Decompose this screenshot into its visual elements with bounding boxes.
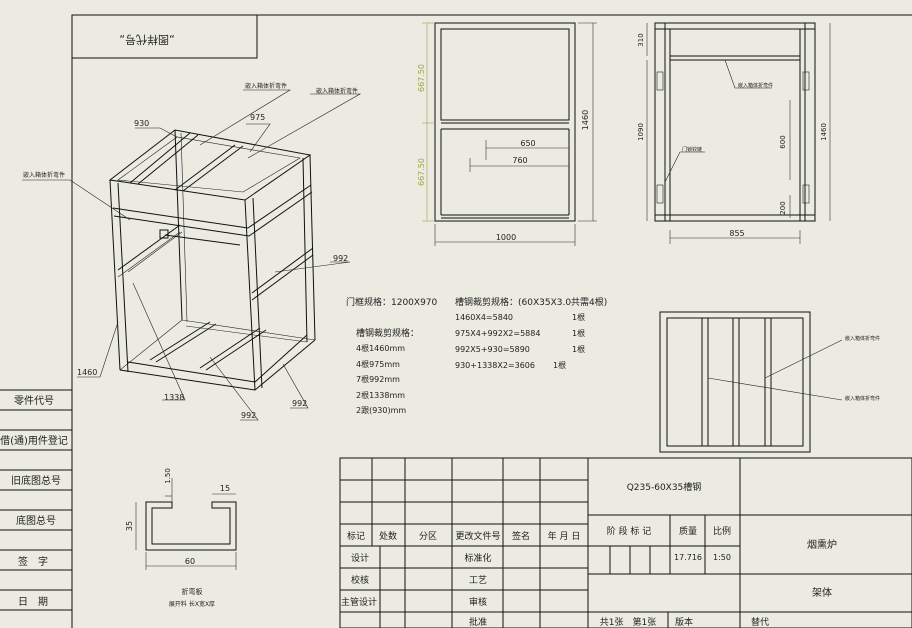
cut-item-5: 2跟(930)mm xyxy=(356,406,406,415)
header-mark: 标记 xyxy=(347,530,365,542)
side-dim-600: 600 xyxy=(779,135,787,148)
role-check: 校核 xyxy=(351,574,369,586)
cut-item-3: 7根992mm xyxy=(356,374,400,384)
iso-dim-992-b2: 992 xyxy=(292,399,307,408)
side-note-hinge: 门锁铰链 xyxy=(682,146,702,153)
section-dim-15: 15 xyxy=(220,484,230,493)
section-note-2: 展开料 长X宽X厚 xyxy=(169,600,215,608)
channel-row-4-calc: 930+1338X2=3606 xyxy=(455,361,535,370)
iso-dim-1338: 1338 xyxy=(164,393,184,402)
iso-callout-3: 嵌入箱体折弯件 xyxy=(23,171,65,179)
left-registry-column: 零件代号 借(通)用件登记 旧底图总号 底图总号 签 字 日 期 xyxy=(0,389,72,611)
front-dim-760: 760 xyxy=(512,156,527,165)
label-part-code: 零件代号 xyxy=(14,395,54,407)
drawing-code-box: „图样代号„ xyxy=(71,14,258,59)
front-dim-1460: 1460 xyxy=(581,110,590,130)
cut-notes: 门框规格：1200X970 槽钢裁剪规格：(60X35X3.0共需4根) 146… xyxy=(346,296,607,415)
label-old-base-no: 旧底图总号 xyxy=(11,474,61,487)
cut-item-2: 4根975mm xyxy=(356,359,400,369)
side-dim-1460: 1460 xyxy=(820,123,828,141)
header-signature: 签名 xyxy=(512,530,530,542)
role-review: 审核 xyxy=(469,596,487,608)
mass-value: 17.716 xyxy=(674,553,702,562)
front-dim-667-bottom: 667.50 xyxy=(417,158,426,186)
bottom-view: 嵌入箱体折弯件 嵌入箱体折弯件 xyxy=(659,311,880,453)
side-dim-1090: 1090 xyxy=(637,123,645,141)
header-count: 处数 xyxy=(379,530,397,542)
side-dim-855: 855 xyxy=(729,229,744,238)
iso-dim-975: 975 xyxy=(250,113,265,122)
header-change-doc: 更改文件号 xyxy=(455,530,500,542)
side-view: 310 1090 600 200 1460 855 嵌入箱体折弯件 门锁铰链 xyxy=(637,22,831,244)
label-signature: 签 字 xyxy=(18,555,48,568)
iso-dim-930: 930 xyxy=(134,119,149,128)
sheet-count: 共1张 第1张 xyxy=(600,616,656,628)
label-base-no: 底图总号 xyxy=(16,514,56,527)
iso-callout-1: 嵌入箱体折弯件 xyxy=(245,82,287,90)
product-name: 烟熏炉 xyxy=(807,538,837,551)
channel-row-1-qty: 1根 xyxy=(572,312,585,322)
label-date: 日 期 xyxy=(18,596,48,608)
channel-section-view: 1.50 15 35 60 折弯板 展开料 长X宽X厚 xyxy=(125,468,237,608)
bottom-note-2: 嵌入箱体折弯件 xyxy=(845,395,880,402)
scale-label: 比例 xyxy=(713,525,731,537)
side-dim-310: 310 xyxy=(637,33,645,46)
section-dim-thk: 1.50 xyxy=(164,468,172,484)
iso-dim-1460: 1460 xyxy=(77,368,97,377)
side-dim-200: 200 xyxy=(779,201,787,214)
role-standard: 标准化 xyxy=(464,552,491,564)
header-date: 年 月 日 xyxy=(548,530,581,542)
channel-row-3-calc: 992X5+930=5890 xyxy=(455,345,530,354)
side-note-fold: 嵌入箱体折弯件 xyxy=(738,82,773,89)
section-dim-35: 35 xyxy=(125,521,134,531)
version-label: 版本 xyxy=(675,616,693,628)
header-zone: 分区 xyxy=(419,531,437,542)
channel-row-2-calc: 975X4+992X2=5884 xyxy=(455,329,540,338)
door-frame-spec: 门框规格：1200X970 xyxy=(346,296,438,308)
role-chief-design: 主管设计 xyxy=(341,596,377,608)
drawing-code-text: „图样代号„ xyxy=(119,33,174,47)
part-name: 架体 xyxy=(812,587,832,599)
iso-dim-992-top: 992 xyxy=(333,254,348,263)
stage-label: 阶 段 标 记 xyxy=(607,525,652,537)
channel-row-3-qty: 1根 xyxy=(572,344,585,354)
front-dim-667-top: 667.50 xyxy=(417,64,426,92)
isometric-frame-view: 嵌入箱体折弯件 嵌入箱体折弯件 嵌入箱体折弯件 930 975 992 1460… xyxy=(22,82,362,421)
label-borrowed-reg: 借(通)用件登记 xyxy=(0,434,68,447)
role-approve: 批准 xyxy=(469,616,487,628)
role-design: 设计 xyxy=(351,552,369,564)
bottom-note-1: 嵌入箱体折弯件 xyxy=(845,335,880,342)
material-spec: Q235-60X35槽钢 xyxy=(627,481,702,493)
front-dim-650: 650 xyxy=(520,139,535,148)
front-view: 667.50 667.50 1460 650 760 1000 xyxy=(417,22,597,246)
front-dim-1000: 1000 xyxy=(496,233,516,242)
cut-list-title: 槽钢裁剪规格： xyxy=(356,327,419,339)
channel-row-2-qty: 1根 xyxy=(572,328,585,338)
channel-row-1-calc: 1460X4=5840 xyxy=(455,313,513,322)
title-block: Q235-60X35槽钢 标记 处数 分区 更改文件号 签名 年 月 日 设计 … xyxy=(339,457,912,628)
iso-dim-992-b1: 992 xyxy=(241,411,256,420)
channel-cut-title: 槽钢裁剪规格：(60X35X3.0共需4根) xyxy=(455,296,607,308)
replace-label: 替代 xyxy=(751,616,769,628)
mass-label: 质量 xyxy=(679,525,697,537)
channel-row-4-qty: 1根 xyxy=(553,360,566,370)
section-dim-60: 60 xyxy=(185,557,195,566)
cut-item-4: 2根1338mm xyxy=(356,390,405,400)
role-process: 工艺 xyxy=(469,575,487,586)
iso-callout-2: 嵌入箱体折弯件 xyxy=(316,87,358,95)
section-note-1: 折弯板 xyxy=(182,587,203,596)
cut-item-1: 4根1460mm xyxy=(356,343,405,353)
scale-value: 1:50 xyxy=(713,553,731,562)
